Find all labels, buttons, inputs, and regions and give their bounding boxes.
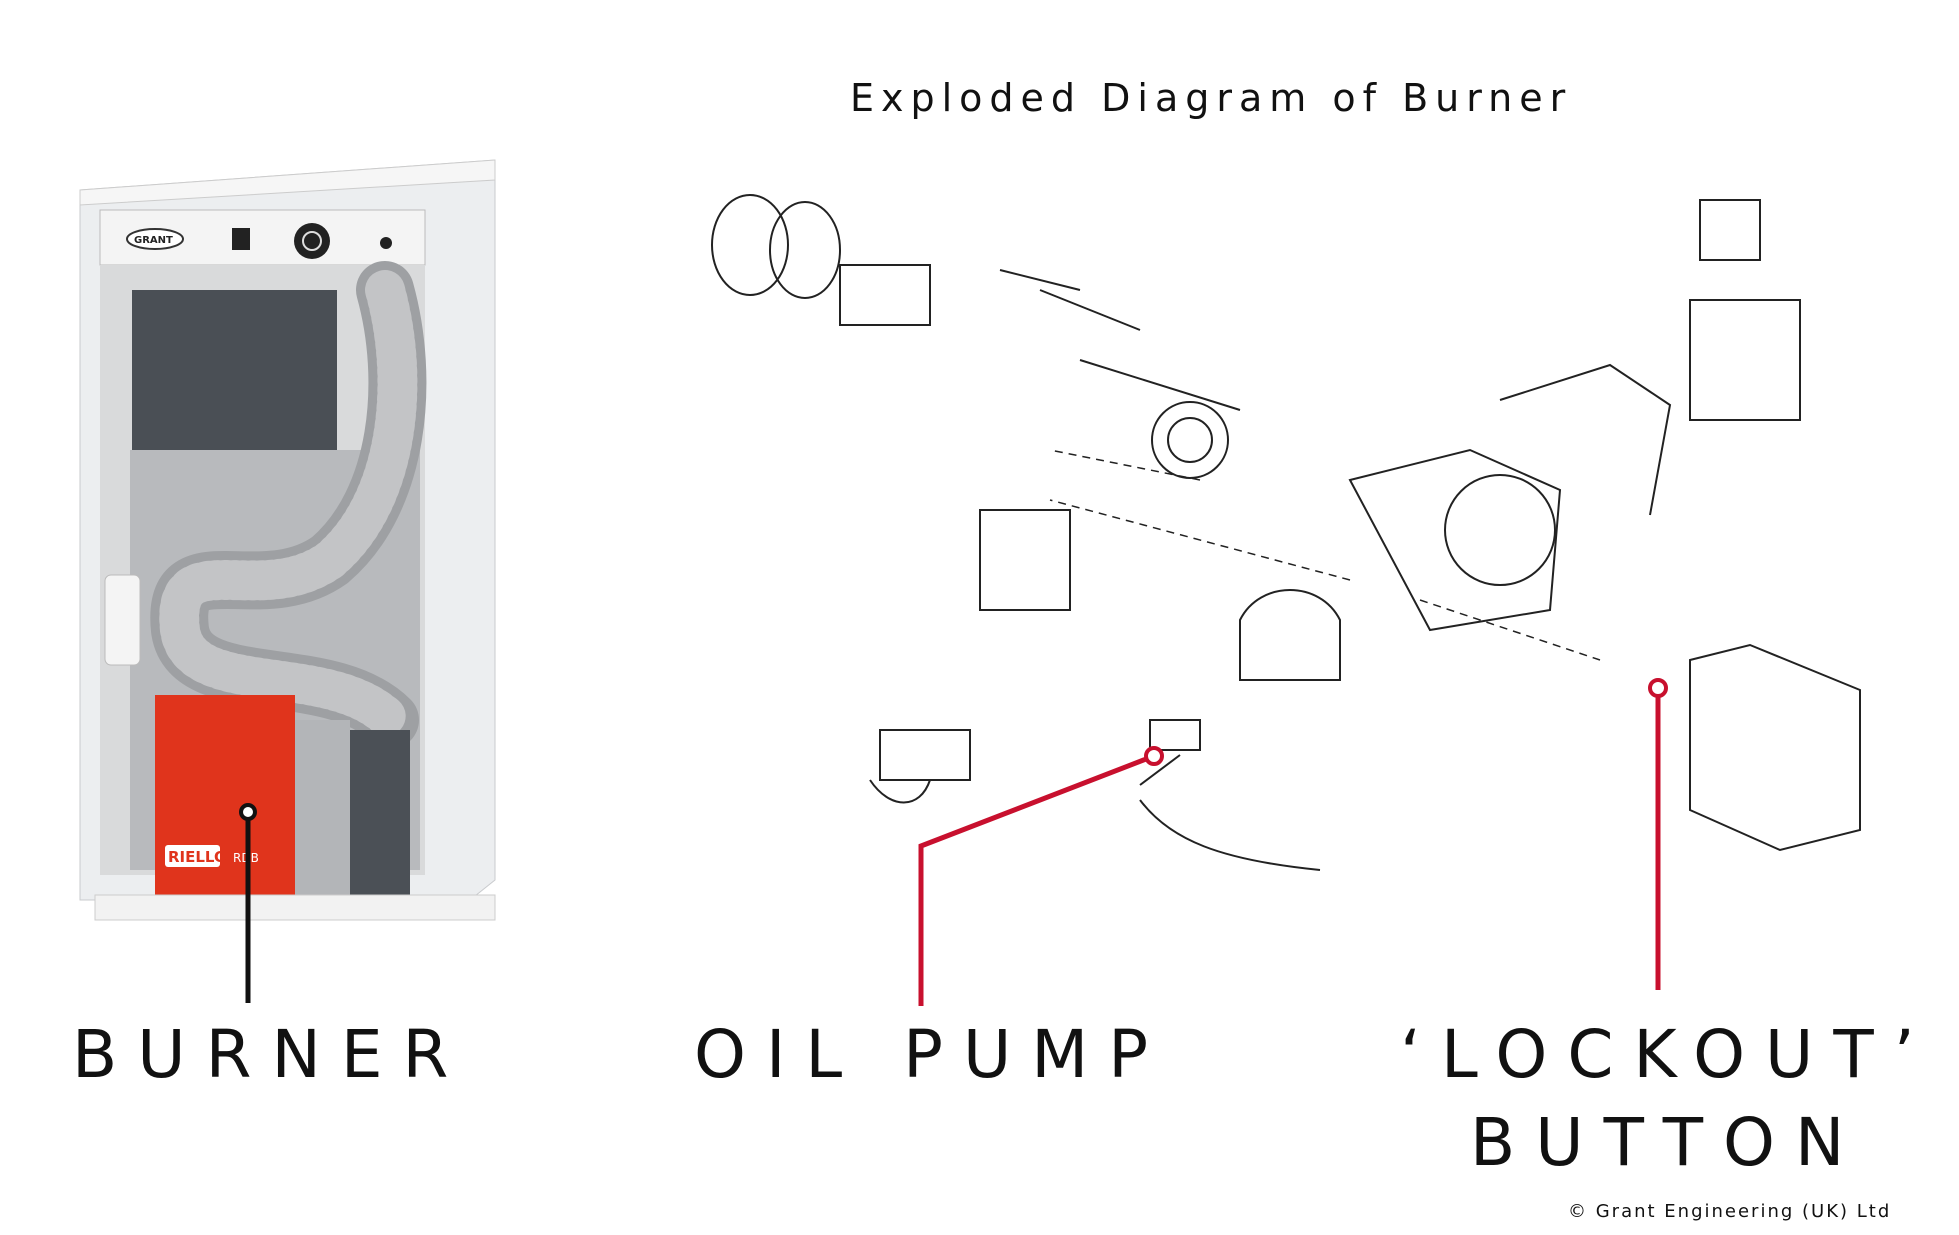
exploded-burner-diagram (711, 194, 1861, 871)
diagram-title: Exploded Diagram of Burner (850, 76, 1573, 120)
lockout-label: ‘LOCKOUT’ (1400, 1016, 1935, 1093)
oil-pump-label: OIL PUMP (694, 1016, 1169, 1093)
oil-pump-callout (918, 746, 1164, 1006)
grant-logo: GRANT (126, 228, 184, 250)
burner-callout (239, 803, 257, 1003)
boiler-photo: GRANT RIELLO RDB (79, 159, 496, 921)
svg-text:GRANT: GRANT (134, 235, 173, 246)
button-label: BUTTON (1470, 1104, 1865, 1181)
lockout-button-callout (1648, 678, 1668, 990)
copyright-notice: © Grant Engineering (UK) Ltd (1568, 1201, 1892, 1222)
svg-text:RIELLO: RIELLO (168, 848, 227, 866)
burner-label: BURNER (72, 1016, 469, 1093)
